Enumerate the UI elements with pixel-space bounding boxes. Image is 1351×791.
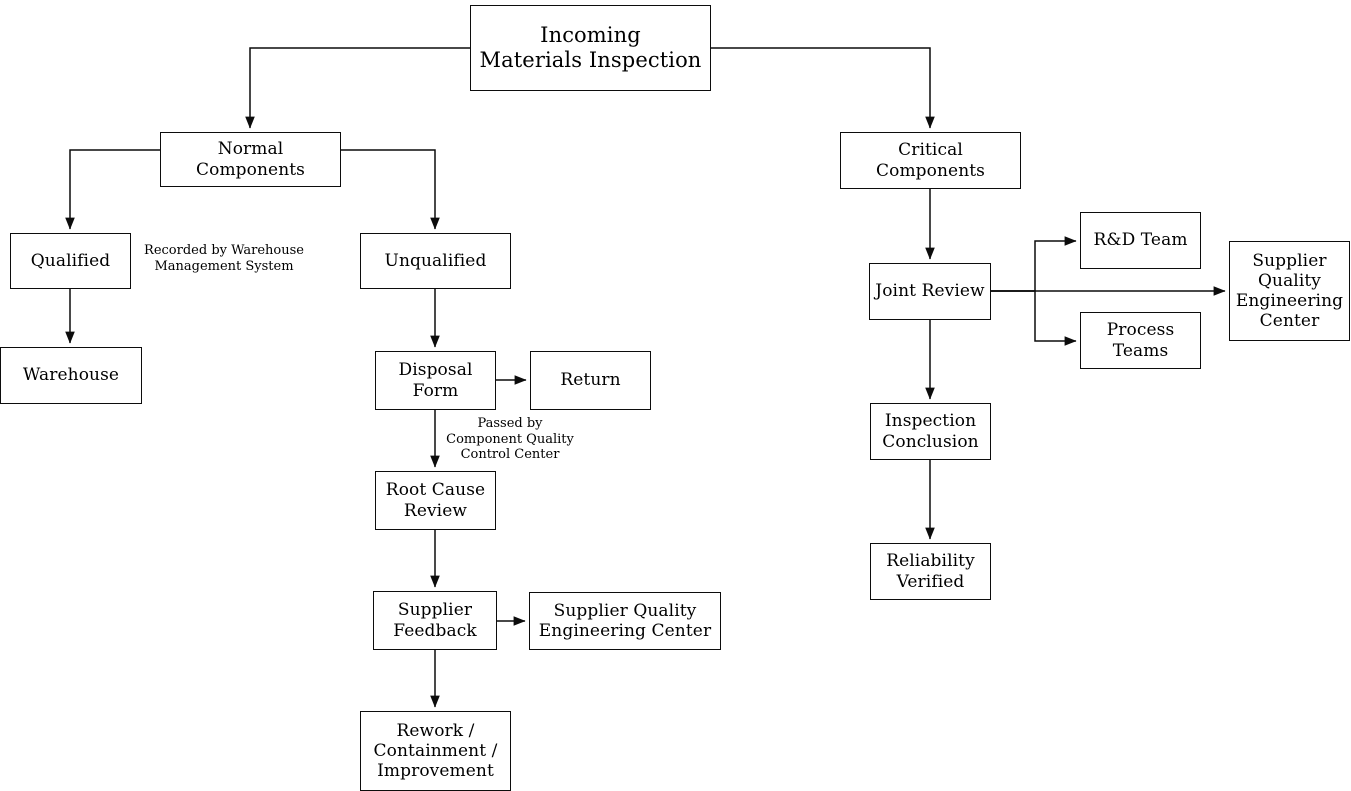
node-joint-review[interactable]: Joint Review [869, 263, 991, 320]
node-incoming-materials-inspection[interactable]: Incoming Materials Inspection [470, 5, 711, 91]
edge-normal-to-qualified [65, 149, 160, 230]
node-process-teams[interactable]: Process Teams [1080, 312, 1201, 369]
edge-joint-review-to-rnd [991, 236, 1077, 292]
node-return[interactable]: Return [530, 351, 651, 410]
node-supplier-quality-engineering-center-right[interactable]: Supplier Quality Engineering Center [1229, 241, 1350, 341]
node-disposal-form[interactable]: Disposal Form [375, 351, 496, 410]
node-root-cause-review[interactable]: Root Cause Review [375, 471, 496, 530]
edge-joint-review-to-process-teams [991, 290, 1077, 346]
node-supplier-quality-engineering-center-bottom[interactable]: Supplier Quality Engineering Center [529, 592, 721, 650]
node-rnd-team[interactable]: R&D Team [1080, 212, 1201, 269]
edge-label-component-quality-control-center: Passed by Component Quality Control Cent… [446, 416, 574, 463]
node-qualified[interactable]: Qualified [10, 233, 131, 289]
node-unqualified[interactable]: Unqualified [360, 233, 511, 289]
node-reliability-verified[interactable]: Reliability Verified [870, 543, 991, 600]
edge-label-warehouse-management-system: Recorded by Warehouse Management System [144, 243, 304, 274]
edge-incoming-to-normal [245, 47, 470, 129]
node-rework-containment-improvement[interactable]: Rework / Containment / Improvement [360, 711, 511, 791]
node-supplier-feedback[interactable]: Supplier Feedback [373, 591, 497, 650]
edge-normal-to-unqualified [341, 149, 440, 230]
node-normal-components[interactable]: Normal Components [160, 132, 341, 187]
node-warehouse[interactable]: Warehouse [0, 347, 142, 404]
node-inspection-conclusion[interactable]: Inspection Conclusion [870, 403, 991, 460]
node-critical-components[interactable]: Critical Components [840, 132, 1021, 189]
edge-incoming-to-critical [711, 47, 935, 129]
